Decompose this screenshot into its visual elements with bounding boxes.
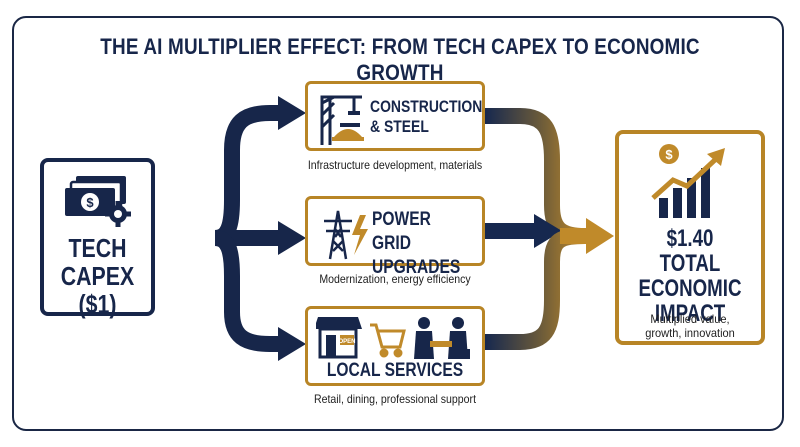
construction-steel-box: CONSTRUCTION & STEEL [305, 81, 485, 151]
local-services-label: LOCAL SERVICES [326, 360, 464, 381]
arrowhead-services [278, 327, 306, 361]
hard-hat-icon [334, 129, 362, 137]
arrowhead-construction [278, 96, 306, 130]
arrowhead-grid [278, 221, 306, 255]
svg-text:$: $ [86, 195, 94, 210]
arrow-to-services [214, 230, 282, 352]
tech-capex-label: TECH CAPEX ($1) [60, 233, 135, 319]
local-services-caption: Retail, dining, professional support [313, 392, 477, 406]
power-grid-label: POWER GRID UPGRADES [372, 209, 461, 278]
economic-impact-box: $ $1.40 TOTAL ECONOMIC IMPACT Multiplied… [615, 130, 765, 345]
money-gear-icon: $ [65, 176, 131, 227]
handshake-icon [414, 317, 470, 359]
local-services-box: OPEN LOCAL SERVICES [305, 306, 485, 386]
shopping-cart-icon [370, 323, 406, 358]
transmission-tower-icon [324, 210, 368, 260]
crane-icon [320, 95, 364, 145]
diagram-title: THE AI MULTIPLIER EFFECT: FROM TECH CAPE… [100, 34, 700, 85]
power-grid-caption: Modernization, energy efficiency [319, 272, 471, 286]
local-services-icons: OPEN [316, 317, 470, 359]
lightning-icon [352, 215, 368, 255]
svg-text:$: $ [665, 147, 673, 162]
power-grid-box: POWER GRID UPGRADES [305, 196, 485, 278]
arrow-from-services [485, 228, 586, 350]
tech-capex-box: $ TECH CAPEX ($1) [40, 158, 155, 319]
storefront-icon: OPEN [316, 317, 362, 359]
arrowhead-grid-out [534, 214, 562, 248]
construction-caption: Infrastructure development, materials [307, 158, 483, 172]
economic-impact-label: $1.40 TOTAL ECONOMIC IMPACT [638, 225, 742, 327]
open-sign: OPEN [338, 339, 355, 345]
arrowhead-outcome [586, 218, 614, 254]
steel-beam-icon [340, 123, 360, 127]
economic-impact-caption: Multiplied value, growth, innovation [645, 312, 735, 340]
arrow-to-construction [214, 105, 282, 246]
construction-steel-label: CONSTRUCTION & STEEL [370, 97, 483, 136]
growth-chart-icon: $ [651, 144, 725, 218]
